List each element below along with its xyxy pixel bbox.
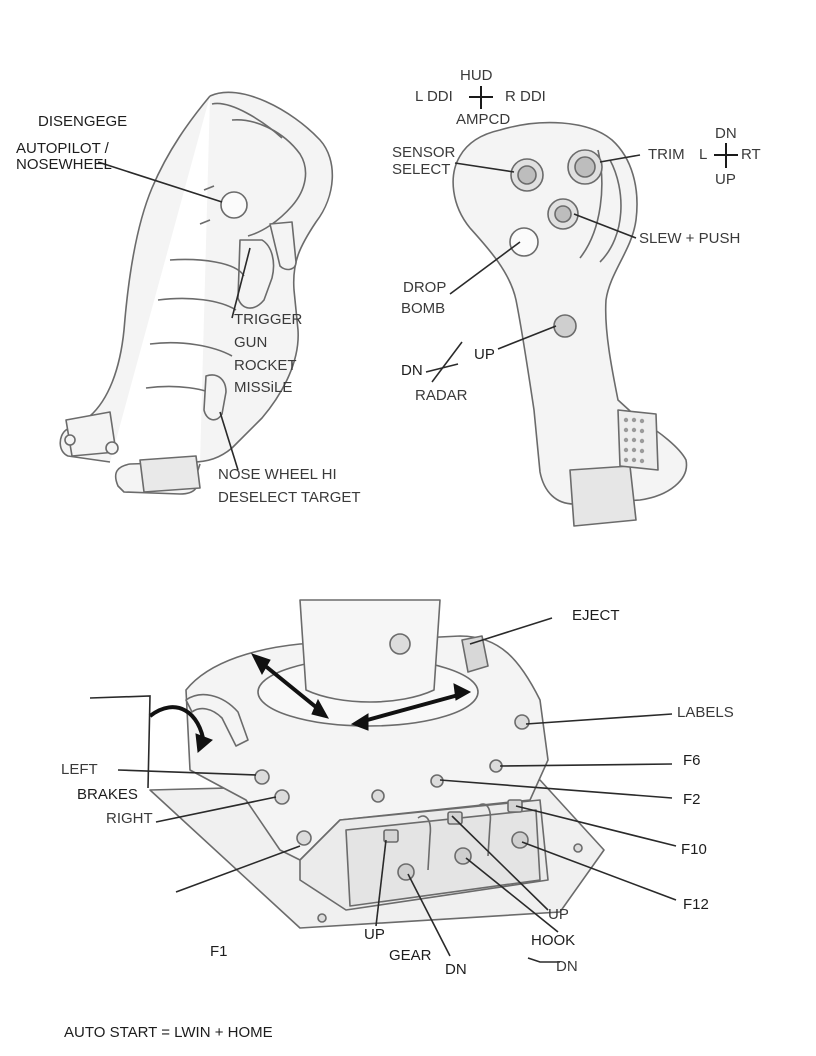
deselect-target-label: DESELECT TARGET bbox=[218, 489, 361, 506]
trigger-label-rocket: ROCKET bbox=[234, 357, 297, 374]
disengage-label: DISENGEGE bbox=[38, 113, 128, 130]
hat-l-ddi-label: L DDI bbox=[415, 88, 453, 105]
brake-left-label: LEFT bbox=[61, 761, 98, 778]
base-rotation-arrows bbox=[148, 653, 472, 753]
labels-label: LABELS bbox=[677, 704, 734, 721]
gear-dn-label: DN bbox=[445, 961, 467, 978]
leader-lines bbox=[89, 154, 677, 963]
hat-cross-symbols bbox=[469, 86, 738, 168]
nose-wheel-hi-label: NOSE WHEEL HI bbox=[218, 466, 337, 483]
drop-bomb-label-line2: BOMB bbox=[401, 300, 446, 317]
hat-hud-label: HUD bbox=[460, 67, 493, 84]
trim-up-label: UP bbox=[715, 171, 736, 188]
autopilot-label-line2: NOSEWHEEL bbox=[16, 156, 112, 173]
base-illustration bbox=[149, 599, 605, 929]
f10-label: F10 bbox=[681, 841, 707, 858]
trim-dn-label: DN bbox=[715, 125, 737, 142]
eject-label: EJECT bbox=[572, 607, 620, 624]
gear-label: GEAR bbox=[389, 947, 432, 964]
trigger-label-missile: MISSiLE bbox=[234, 379, 293, 396]
f6-label: F6 bbox=[683, 752, 701, 769]
hook-label: HOOK bbox=[531, 932, 576, 949]
drop-bomb-label-line1: DROP bbox=[403, 279, 447, 296]
gear-up-label: UP bbox=[364, 926, 385, 943]
radar-label: RADAR bbox=[415, 387, 468, 404]
hat-r-ddi-label: R DDI bbox=[505, 88, 546, 105]
sensor-select-label-line1: SENSOR bbox=[392, 144, 456, 161]
hat-ampcd-label: AMPCD bbox=[456, 111, 511, 128]
trigger-label-trigger: TRIGGER bbox=[234, 311, 303, 328]
f12-label: F12 bbox=[683, 896, 709, 913]
trim-l-label: L bbox=[699, 146, 708, 163]
autopilot-label-line1: AUTOPILOT / bbox=[16, 140, 109, 157]
brake-right-label: RIGHT bbox=[106, 810, 153, 827]
trim-label: TRIM bbox=[648, 146, 685, 163]
radar-dn-label: DN bbox=[401, 362, 423, 379]
auto-start-note: AUTO START = LWIN + HOME bbox=[64, 1024, 273, 1041]
trim-rt-label: RT bbox=[741, 146, 761, 163]
f2-label: F2 bbox=[683, 791, 701, 808]
slew-push-label: SLEW + PUSH bbox=[639, 230, 741, 247]
trigger-label-gun: GUN bbox=[234, 334, 268, 351]
hook-up-label: UP bbox=[548, 906, 569, 923]
brakes-label: BRAKES bbox=[77, 786, 138, 803]
radar-up-label: UP bbox=[474, 346, 495, 363]
hook-dn-label: DN bbox=[556, 958, 578, 975]
right-grip-illustration bbox=[452, 121, 688, 527]
left-grip-illustration bbox=[59, 91, 334, 495]
f1-label: F1 bbox=[210, 943, 228, 960]
sensor-select-label-line2: SELECT bbox=[392, 161, 451, 178]
